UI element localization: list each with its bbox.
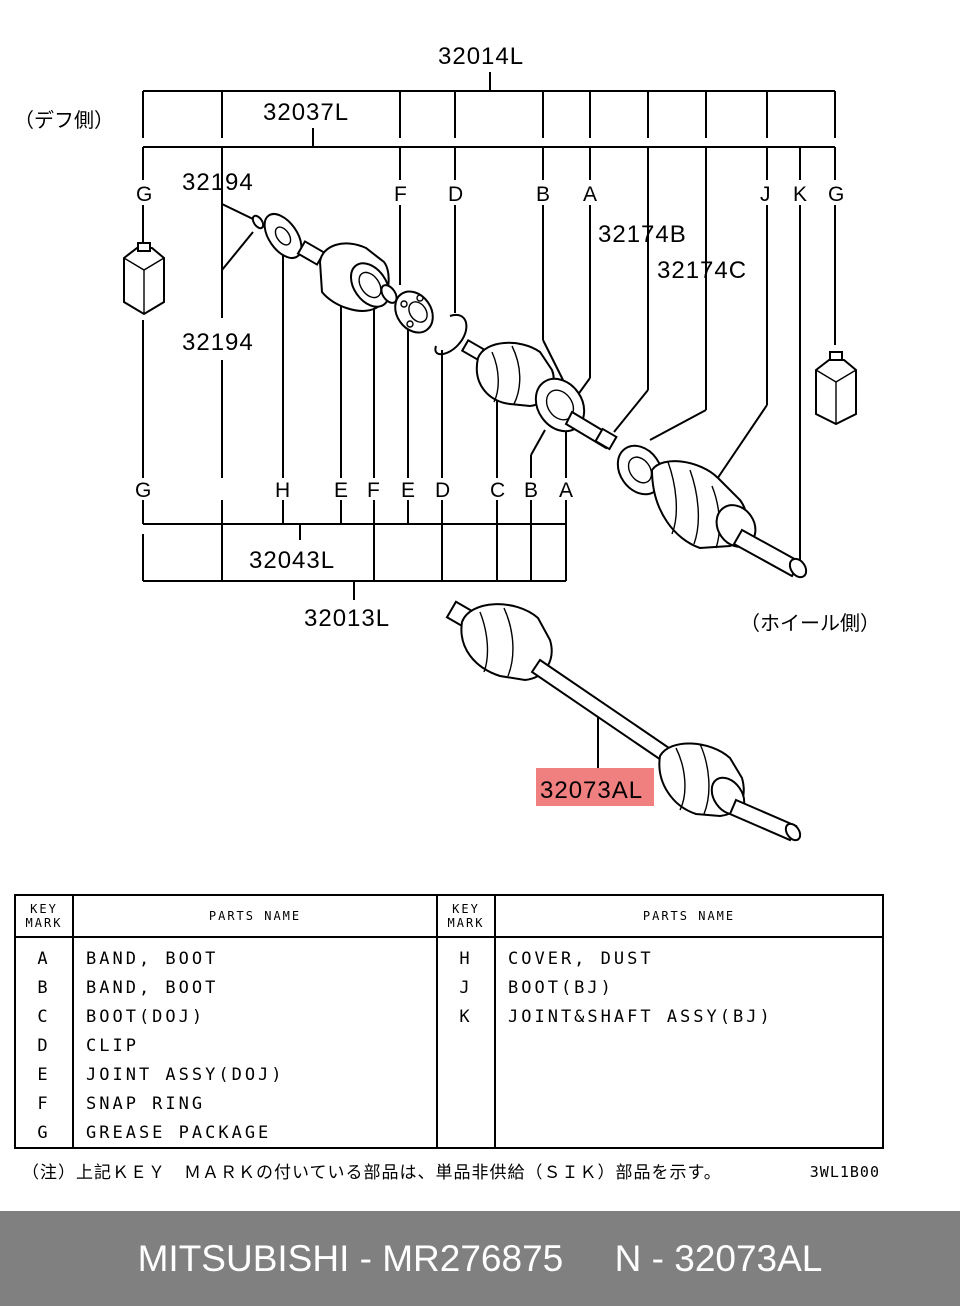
key-cell <box>436 1031 496 1060</box>
bottom-key-letter: B <box>524 479 538 502</box>
complete-drive-shaft <box>445 600 802 842</box>
drive-shaft-upper <box>564 410 618 451</box>
clip-d <box>434 313 468 356</box>
ref-32014L: 32014L <box>438 43 524 70</box>
key-cell: J <box>436 973 496 1002</box>
table-row: A BAND, BOOT H COVER, DUST <box>14 937 884 973</box>
table-row: D CLIP <box>14 1031 884 1060</box>
top-key-letter: F <box>394 183 407 206</box>
parts-name-header-right: PARTS NAME <box>494 894 884 938</box>
table-row: G GREASE PACKAGE <box>14 1118 884 1149</box>
table-row: B BAND, BOOT J BOOT(BJ) <box>14 973 884 1002</box>
top-key-letters: G F D B A J K G <box>136 183 844 206</box>
name-cell: BAND, BOOT <box>72 973 438 1002</box>
key-cell: E <box>14 1060 74 1089</box>
top-key-letter: G <box>136 183 152 206</box>
name-cell <box>494 1031 884 1060</box>
table-row: C BOOT(DOJ) K JOINT&SHAFT ASSY(BJ) <box>14 1002 884 1031</box>
bottom-key-letter: E <box>334 479 348 502</box>
bottom-key-letter: G <box>135 479 151 502</box>
ref-number-labels: 32014L 32037L 32194 32194 32174B 32174C … <box>182 43 747 804</box>
bottom-key-letter: C <box>490 479 505 502</box>
key-cell: B <box>14 973 74 1002</box>
bottom-key-letter: D <box>435 479 450 502</box>
name-cell: BOOT(BJ) <box>494 973 884 1002</box>
key-cell: K <box>436 1002 496 1031</box>
top-key-letter: J <box>760 183 771 206</box>
grease-package-right <box>815 351 857 426</box>
table-row: F SNAP RING <box>14 1089 884 1118</box>
doj-outer-race <box>296 240 391 312</box>
top-key-letter: K <box>793 183 807 206</box>
bottom-key-letter: A <box>559 479 573 502</box>
name-cell: BOOT(DOJ) <box>72 1002 438 1031</box>
ref-32194-lower: 32194 <box>182 329 254 356</box>
name-cell: JOINT&SHAFT ASSY(BJ) <box>494 1002 884 1031</box>
name-cell: COVER, DUST <box>494 937 884 973</box>
key-cell: A <box>14 937 74 973</box>
name-cell: JOINT ASSY(DOJ) <box>72 1060 438 1089</box>
side-labels: （デフ側） （ホイール側） <box>14 109 880 635</box>
grease-package-left <box>123 242 165 316</box>
dust-cover-washer <box>251 213 303 259</box>
snap-ring-f <box>380 284 398 304</box>
inner-joint-e <box>394 290 434 334</box>
drawing-code: 3WL1B00 <box>809 1163 880 1181</box>
ref-32174C: 32174C <box>657 257 747 284</box>
banner-text: MITSUBISHI - MR276875 N - 32073AL <box>137 1237 823 1279</box>
wheel-side-label: （ホイール側） <box>740 612 880 635</box>
top-key-letter: G <box>828 183 844 206</box>
leader-lines <box>142 72 836 772</box>
ref-32043L: 32043L <box>249 547 335 574</box>
ref-32037L: 32037L <box>263 99 349 126</box>
ref-32073AL: 32073AL <box>540 777 643 804</box>
key-cell: G <box>14 1118 74 1149</box>
name-cell: GREASE PACKAGE <box>72 1118 438 1149</box>
bottom-key-letters: G H E F E D C B A <box>135 479 573 502</box>
parts-name-header-left: PARTS NAME <box>72 894 438 938</box>
name-cell: BAND, BOOT <box>72 937 438 973</box>
top-key-letter: A <box>583 183 597 206</box>
diff-side-label: （デフ側） <box>14 109 114 132</box>
key-cell <box>436 1089 496 1118</box>
key-cell: H <box>436 937 496 973</box>
ref-32194-upper: 32194 <box>182 169 254 196</box>
part-number-highlight <box>536 768 654 806</box>
name-cell: CLIP <box>72 1031 438 1060</box>
top-key-letter: D <box>448 183 463 206</box>
exploded-parts-diagram: 32014L 32037L 32194 32194 32174B 32174C … <box>14 43 880 842</box>
bottom-key-letter: F <box>367 479 380 502</box>
part-number-banner: MITSUBISHI - MR276875 N - 32073AL <box>0 1211 960 1306</box>
bottom-key-letter: E <box>401 479 415 502</box>
bj-joint-shaft <box>715 504 808 579</box>
name-cell: SNAP RING <box>72 1089 438 1118</box>
key-cell: C <box>14 1002 74 1031</box>
table-row: E JOINT ASSY(DOJ) <box>14 1060 884 1089</box>
bottom-key-letter: H <box>275 479 290 502</box>
key-cell: F <box>14 1089 74 1118</box>
key-cell <box>436 1060 496 1089</box>
key-cell <box>436 1118 496 1149</box>
name-cell <box>494 1060 884 1089</box>
footnote: （注）上記ＫＥＹ ＭＡＲＫの付いている部品は、単品非供給（ＳＩＫ）部品を示す。 <box>22 1163 722 1183</box>
key-cell: D <box>14 1031 74 1060</box>
name-cell <box>494 1089 884 1118</box>
ref-32013L: 32013L <box>304 605 390 632</box>
top-key-letter: B <box>536 183 550 206</box>
ref-32174B: 32174B <box>598 221 687 248</box>
name-cell <box>494 1118 884 1149</box>
